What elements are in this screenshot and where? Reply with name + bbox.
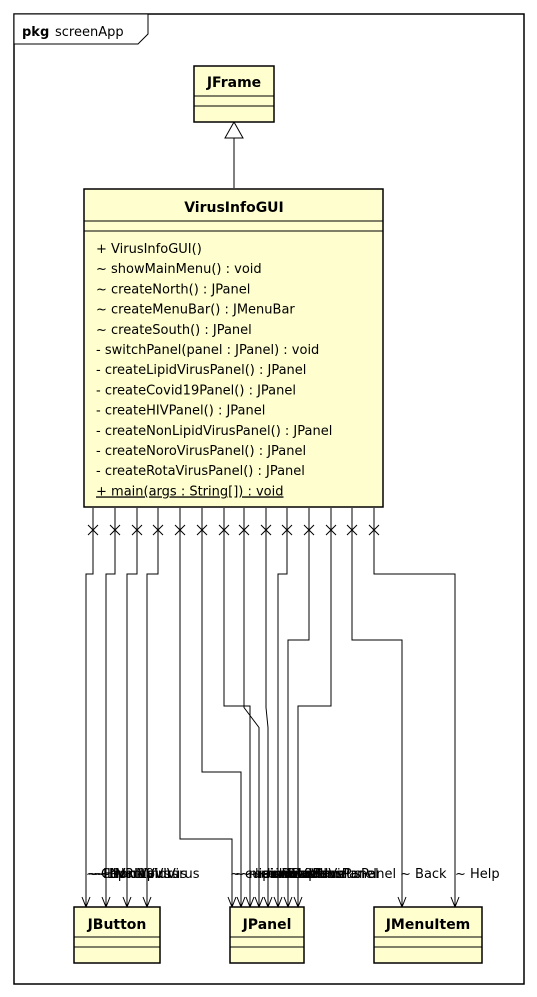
method-3: ~ createMenuBar() : JMenuBar — [96, 303, 295, 318]
package-name: screenApp — [55, 25, 124, 40]
class-name-jpanel: JPanel — [242, 917, 292, 933]
non-navigable-mark — [238, 524, 250, 536]
association-line-5 — [201, 508, 242, 907]
association-line-10 — [287, 508, 310, 907]
non-navigable-mark — [303, 524, 315, 536]
method-10: - createNoroVirusPanel() : JPanel — [96, 444, 306, 459]
role-label: ~ HIV — [88, 867, 126, 882]
association-line-4 — [179, 508, 233, 907]
association-line-7 — [243, 508, 260, 907]
non-navigable-mark — [196, 524, 208, 536]
class-jpanel[interactable]: JPanel — [229, 906, 305, 964]
non-navigable-mark — [346, 524, 358, 536]
class-jframe[interactable]: JFrame — [193, 65, 275, 123]
role-label: ~ lipidVirusPanel — [240, 867, 350, 882]
non-navigable-mark — [281, 524, 293, 536]
package-keyword: pkg — [22, 25, 49, 40]
method-9: - createNonLipidVirusPanel() : JPanel — [96, 424, 332, 439]
role-label: ~ mainPanel — [234, 867, 317, 882]
method-4: ~ createSouth() : JPanel — [96, 323, 252, 338]
class-name-jbutton: JButton — [87, 917, 147, 933]
role-labels: ~ Covid19~ HIV~ LipidVirus~ NonLipidViru… — [86, 867, 500, 882]
class-name-jmenuitem: JMenuItem — [385, 917, 471, 933]
non-navigable-mark — [131, 524, 143, 536]
association-line-12 — [351, 508, 403, 907]
class-jbutton[interactable]: JButton — [73, 906, 161, 964]
method-8: - createHIVPanel() : JPanel — [96, 404, 265, 419]
non-navigable-mark — [368, 524, 380, 536]
method-2: ~ createNorth() : JPanel — [96, 282, 250, 297]
non-navigable-mark — [87, 524, 99, 536]
role-label: ~ hivPanel — [252, 867, 322, 882]
generalization-arrow — [224, 120, 244, 188]
role-label: ~ LipidVirus — [92, 867, 171, 882]
method-1: ~ showMainMenu() : void — [96, 262, 262, 277]
package-frame: pkg screenApp — [13, 13, 525, 985]
class-jmenuitem[interactable]: JMenuItem — [373, 906, 483, 964]
role-label: ~ nonLipidVirusPanel — [258, 867, 396, 882]
association-line-8 — [265, 508, 269, 907]
association-line-6 — [223, 508, 251, 907]
role-label: ~ NonLipidVirus — [95, 867, 200, 882]
association-line-3 — [146, 508, 159, 907]
method-12: + main(args : String[]) : void — [96, 484, 284, 499]
non-navigable-mark — [260, 524, 272, 536]
association-line-2 — [126, 508, 138, 907]
role-label: ~ Back — [400, 867, 447, 882]
non-navigable-mark — [174, 524, 186, 536]
method-list: + VirusInfoGUI() ~ showMainMenu() : void ~… — [96, 242, 332, 499]
association-line-0 — [85, 508, 94, 907]
role-label: ~ rotaVirusPanel — [270, 867, 379, 882]
role-label: ~ covid19Panel — [246, 867, 347, 882]
association-line-1 — [105, 508, 116, 907]
association-line-13 — [373, 508, 456, 907]
method-5: - switchPanel(panel : JPanel) : void — [96, 343, 319, 358]
association-lines — [81, 508, 460, 909]
non-navigable-mark — [152, 524, 164, 536]
role-label: ~ NoroVirus — [100, 867, 179, 882]
role-label: ~ Covid19 — [86, 867, 154, 882]
class-virusinfogui[interactable]: VirusInfoGUI + VirusInfoGUI() ~ showMainM… — [83, 188, 384, 508]
method-7: - createCovid19Panel() : JPanel — [96, 383, 296, 398]
class-name-jframe: JFrame — [206, 75, 261, 91]
method-0: + VirusInfoGUI() — [96, 242, 202, 257]
association-line-9 — [277, 508, 288, 907]
role-label: ~ currentPanel — [230, 867, 327, 882]
role-label: ~ noroVirusPanel — [265, 867, 377, 882]
non-navigable-mark — [218, 524, 230, 536]
method-11: - createRotaVirusPanel() : JPanel — [96, 464, 305, 479]
association-line-11 — [297, 508, 332, 907]
method-6: - createLipidVirusPanel() : JPanel — [96, 363, 306, 378]
non-navigable-mark — [109, 524, 121, 536]
non-navigable-mark — [325, 524, 337, 536]
role-label: ~ RotaVirus — [110, 867, 187, 882]
class-name-virusinfogui: VirusInfoGUI — [184, 200, 284, 216]
role-label: ~ Help — [455, 867, 500, 882]
